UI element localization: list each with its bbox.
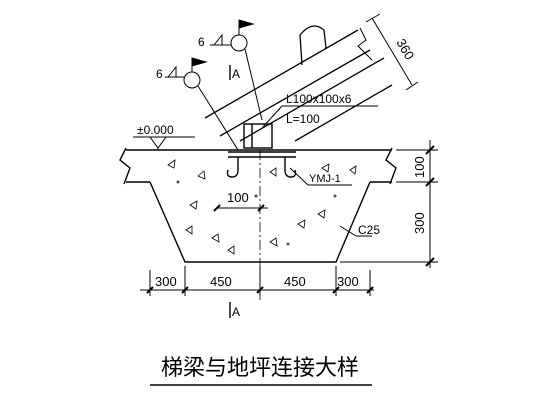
dim-100-vert: 100 <box>412 156 427 178</box>
concrete-leader <box>339 225 372 237</box>
dim-300-right: 300 <box>337 274 359 289</box>
weld-lower-size: 6 <box>156 67 163 81</box>
section-label-bottom: A <box>232 305 240 319</box>
elevation-marker <box>133 136 195 150</box>
slab-outline <box>119 147 397 263</box>
dimension-chain-right <box>340 140 438 268</box>
angle-length-label: L=100 <box>286 112 320 126</box>
angle-leader <box>261 105 378 129</box>
dimension-100-inner <box>213 204 268 212</box>
weld-symbol-lower <box>165 57 239 151</box>
concrete-hatch <box>167 159 357 255</box>
angle-steel <box>243 123 273 149</box>
dimension-360-label: 360 <box>393 36 417 62</box>
dim-300-vert: 300 <box>412 212 427 234</box>
section-label-top: A <box>232 67 240 81</box>
stair-beam <box>204 25 393 142</box>
weld-upper-size: 6 <box>198 35 205 49</box>
angle-label: L100x100x6 <box>286 92 352 106</box>
dim-450-left: 450 <box>210 274 232 289</box>
dim-450-right: 450 <box>284 274 306 289</box>
drawing-title: 梯梁与地坪连接大样 <box>161 356 359 381</box>
elevation-label: ±0.000 <box>137 123 174 137</box>
embed-plate <box>226 151 297 178</box>
dim-300-left: 300 <box>155 274 177 289</box>
dimension-360 <box>365 13 419 91</box>
embed-label: YMJ-1 <box>309 173 341 185</box>
concrete-label: C25 <box>358 223 380 237</box>
dimension-100-inner-label: 100 <box>227 190 249 205</box>
embed-leader <box>289 167 352 186</box>
dimension-chain-bottom <box>140 266 374 296</box>
weld-symbol-upper <box>210 19 263 121</box>
